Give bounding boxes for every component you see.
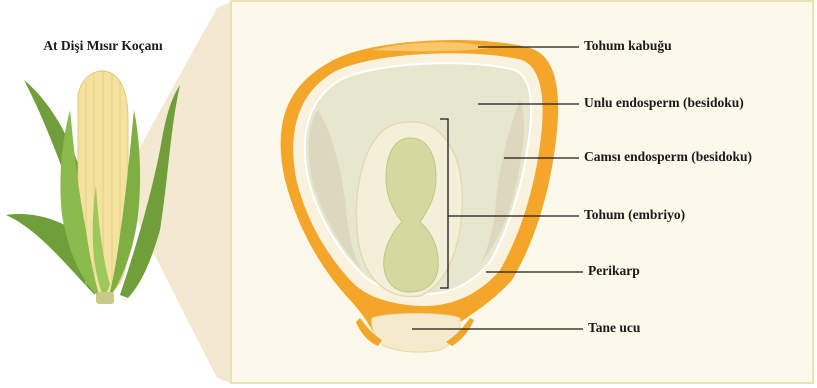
- label-tip-cap: Tane ucu: [588, 320, 640, 336]
- corn-cob-illustration: [6, 71, 180, 304]
- tip-cap: [372, 314, 461, 353]
- label-glassy-endosperm: Camsı endosperm (besidoku): [584, 149, 752, 165]
- label-floury-endosperm: Unlu endosperm (besidoku): [584, 95, 744, 111]
- cob-title: At Dişi Mısır Koçanı: [8, 38, 198, 54]
- cob-stalk: [96, 292, 114, 304]
- label-embryo: Tohum (embriyo): [584, 207, 685, 223]
- label-pericarp: Perikarp: [588, 263, 640, 279]
- label-seed-coat: Tohum kabuğu: [584, 38, 672, 54]
